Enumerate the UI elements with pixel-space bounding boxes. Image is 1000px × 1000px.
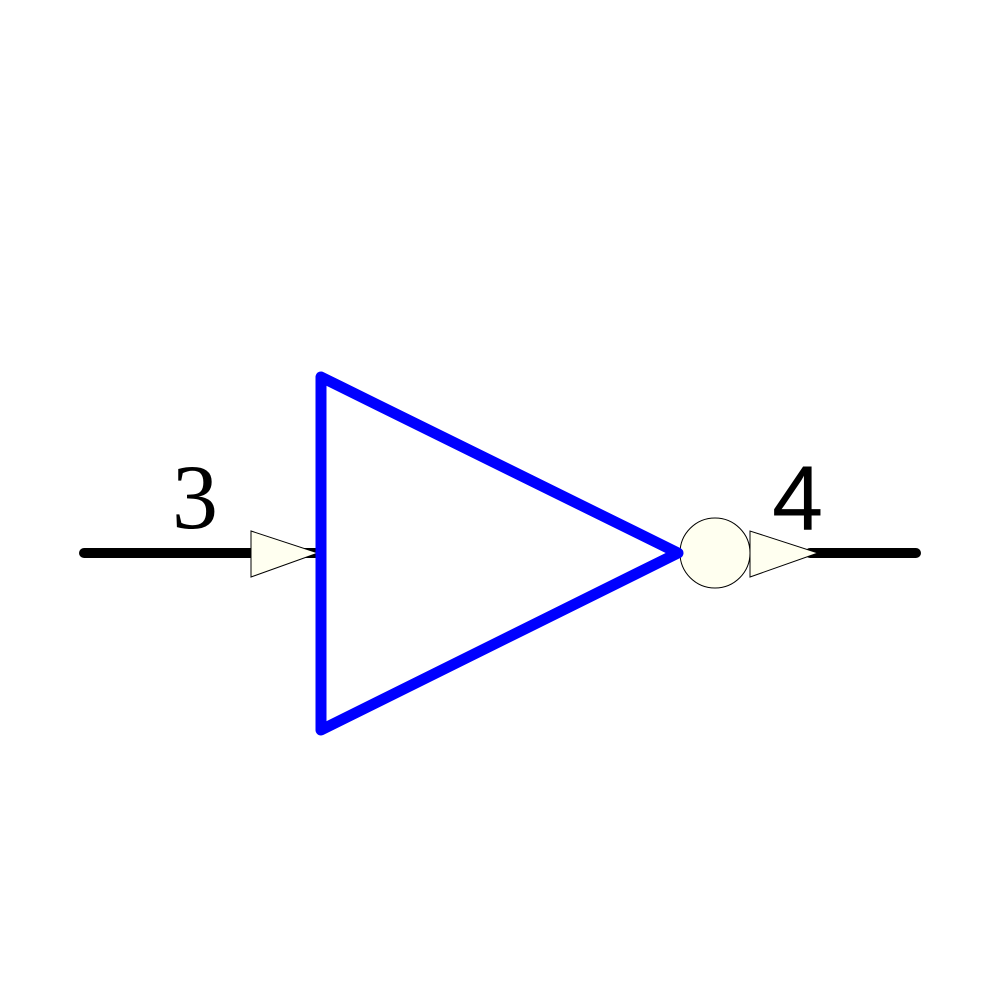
inversion-bubble-icon: [679, 517, 751, 589]
buffer-triangle-body[interactable]: [315, 371, 684, 736]
input-arrow-icon: [250, 530, 320, 578]
output-pin-number: 4: [772, 448, 823, 550]
input-pin-number: 3: [172, 446, 218, 548]
